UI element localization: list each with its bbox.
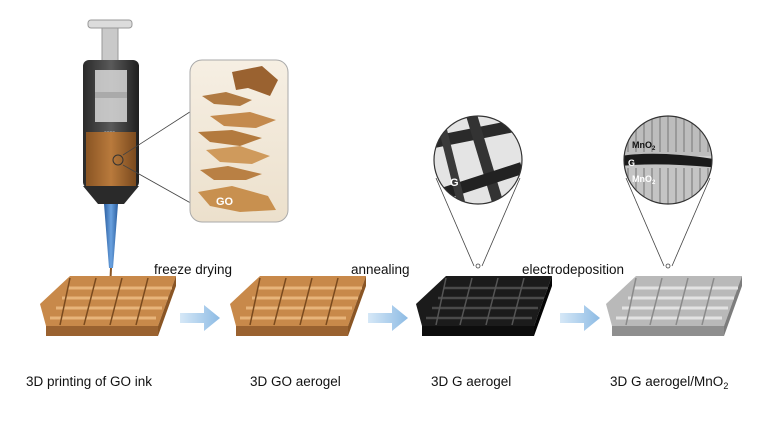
step-label-printing: 3D printing of GO ink [26, 374, 153, 389]
printed-go-lattice [40, 276, 176, 336]
step-label-go-aerogel: 3D GO aerogel [250, 374, 341, 389]
annealing-arrow [368, 305, 408, 331]
mno2-bottom-label: MnO2 [632, 174, 656, 186]
step-label-g-aerogel: 3D G aerogel [431, 374, 512, 389]
mno2-zoom-inset: MnO2 G MnO2 [623, 115, 713, 205]
g-mid-label: G [628, 158, 635, 168]
graphene-aerogel-lattice [416, 276, 552, 336]
go-aerogel-lattice [230, 276, 366, 336]
mno2-aerogel-lattice [606, 276, 742, 336]
syringe-illustration: ▮▮▮▮ [83, 19, 139, 291]
process-label-electrodeposition: electrodeposition [522, 262, 625, 277]
process-label-annealing: annealing [351, 262, 410, 277]
process-label-freeze-drying: freeze drying [154, 262, 233, 277]
graphene-label: G [450, 177, 459, 189]
go-sheet-label: GO [216, 196, 234, 208]
step-label-g-aerogel-mno2: 3D G aerogel/MnO2 [610, 374, 729, 391]
graphene-zoom-inset: G [433, 115, 523, 205]
go-sheets-inset: GO [189, 59, 289, 223]
freeze-drying-arrow [180, 305, 220, 331]
mno2-top-label: MnO2 [632, 140, 656, 152]
electrodeposition-arrow [560, 305, 600, 331]
